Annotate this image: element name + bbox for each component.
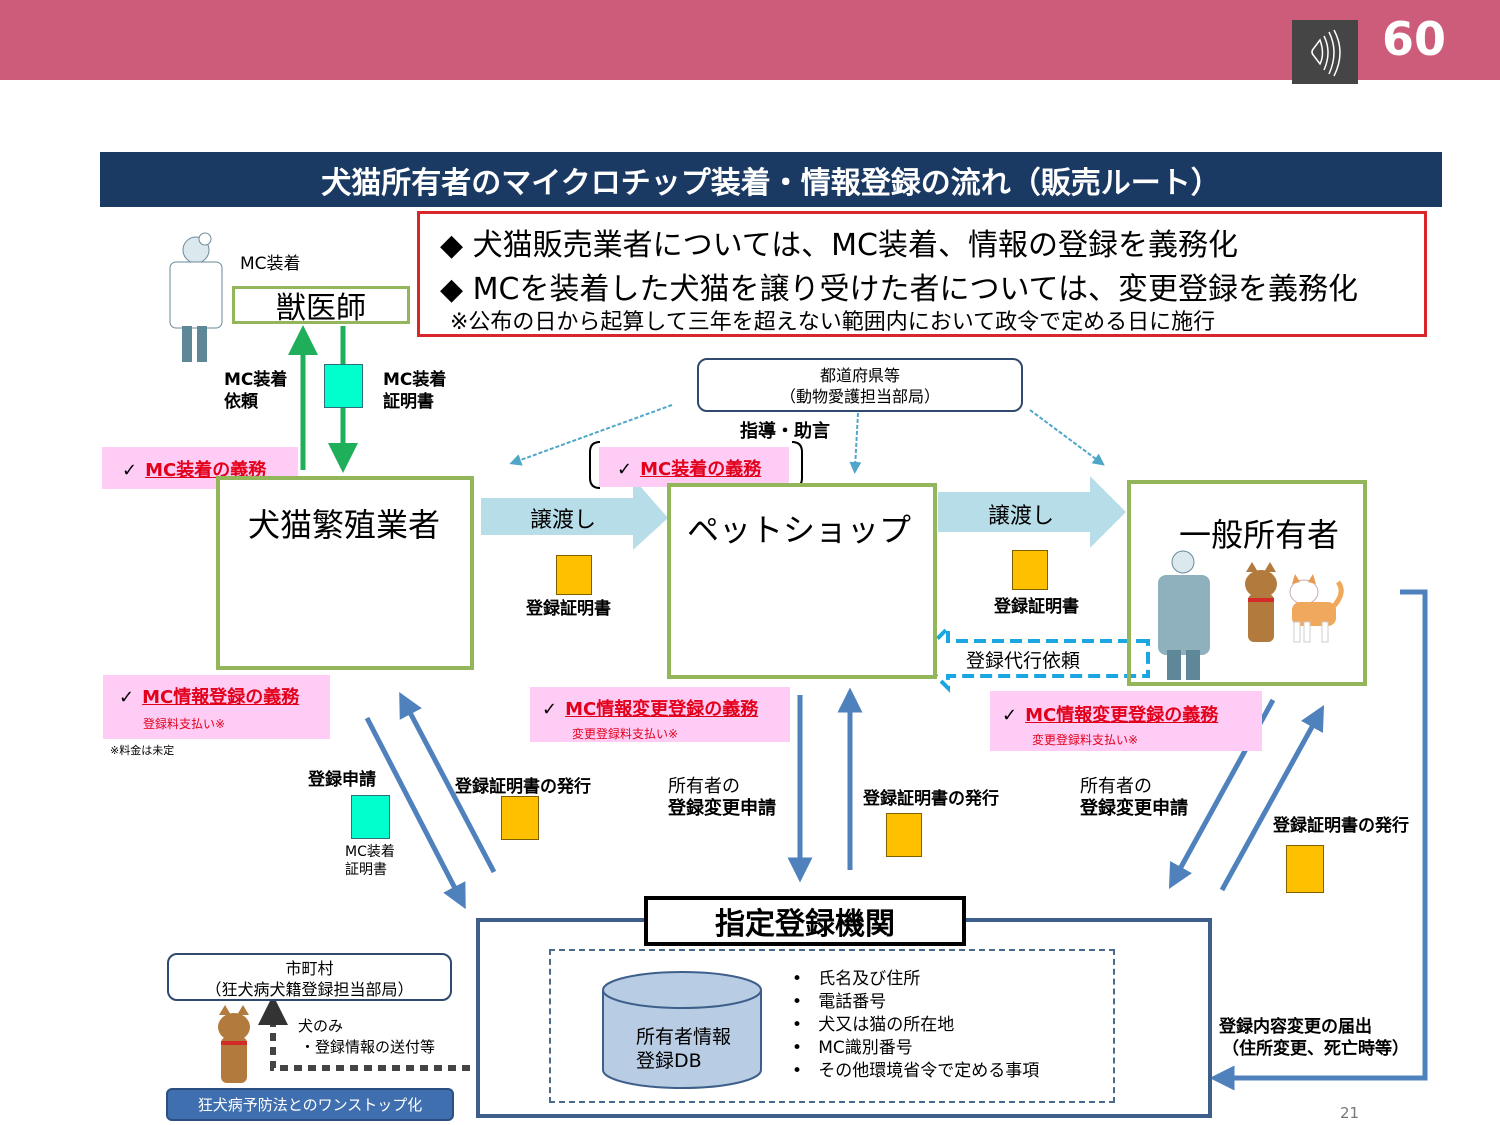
transfer-cert-label-2: 登録証明書 — [994, 597, 1079, 617]
mc-certificate-doc-icon — [324, 364, 363, 408]
transfer-cert-label-1: 登録証明書 — [526, 599, 611, 619]
cert-issue-arrow-owner — [1219, 705, 1325, 892]
dog-icon — [218, 1005, 250, 1083]
change-notice-label-2: （住所変更、死亡時等） — [1222, 1039, 1409, 1059]
guidance-arrow-owner — [1029, 409, 1105, 466]
owner-change-label-2b: 登録変更申請 — [1080, 798, 1188, 819]
cert-issue-arrow-breeder — [399, 691, 497, 874]
send-info-label: ・登録情報の送付等 — [300, 1038, 436, 1056]
check-icon: ✓ — [542, 699, 558, 720]
breeder-title: 犬猫繁殖業者 — [248, 506, 441, 544]
mc-request-label-2: 依頼 — [224, 392, 258, 412]
obligation-mc-change-petshop: ✓MC情報変更登録の義務 変更登録料支払い※ — [530, 687, 790, 742]
diamond-icon: ◆ — [440, 228, 473, 263]
municipality-box: 市町村 （狂犬病犬籍登録担当部局） — [167, 953, 452, 1001]
registry-db-area — [549, 949, 1115, 1103]
prefecture-line-2: （動物愛護担当部局） — [779, 387, 940, 406]
vet-figure-icon — [169, 232, 223, 362]
cert-issue-label-2: 登録証明書の発行 — [863, 789, 999, 809]
obligation-mc-info-reg: ✓MC情報登録の義務 登録料支払い※ — [103, 675, 330, 739]
database-icon — [602, 971, 762, 1089]
reg-application-arrow — [364, 716, 466, 910]
mc-request-label-1: MC装着 — [224, 370, 288, 390]
registry-item: • その他環境省令で定める事項 — [792, 1061, 1040, 1081]
prefecture-box: 都道府県等 （動物愛護担当部局） — [697, 358, 1023, 412]
dog-only-label: 犬のみ — [298, 1017, 344, 1035]
notice-line-2: ◆ MCを装着した犬猫を譲り受けた者については、変更登録を義務化 — [440, 272, 1358, 307]
change-notice-arrow — [1209, 589, 1428, 1091]
owner-change-label-2a: 所有者の — [1080, 776, 1152, 797]
mc-certificate-label-1: MC装着 — [383, 370, 447, 390]
notice-box: ◆ 犬猫販売業者については、MC装着、情報の登録を義務化 ◆ MCを装着した犬猫… — [417, 211, 1427, 337]
registry-title: 指定登録機関 — [644, 896, 966, 946]
mc-cert-label-2: 証明書 — [345, 862, 387, 878]
owner-change-label-1a: 所有者の — [668, 776, 740, 797]
owner-title: 一般所有者 — [1179, 516, 1340, 554]
certificate-doc-icon — [501, 796, 539, 840]
actor-petshop: ペットショップ — [667, 483, 937, 679]
certificate-doc-icon — [886, 813, 922, 857]
database-label: 所有者情報 登録DB — [636, 1026, 732, 1072]
registry-item: • 氏名及び住所 — [792, 969, 921, 989]
certificate-doc-icon — [1286, 845, 1324, 893]
mc-cert-label-1: MC装着 — [345, 844, 395, 860]
change-notice-label-1: 登録内容変更の届出 — [1219, 1017, 1372, 1037]
check-icon: ✓ — [122, 460, 138, 481]
transfer-label-2: 譲渡し — [988, 504, 1055, 529]
actor-breeder: 犬猫繁殖業者 — [216, 476, 474, 670]
transfer-arrow-1 — [481, 478, 668, 550]
vet-mc-caption: MC装着 — [240, 254, 301, 274]
onestop-badge: 狂犬病予防法とのワンストップ化 — [166, 1088, 454, 1121]
check-icon: ✓ — [119, 687, 135, 708]
transfer-label-1: 譲渡し — [530, 508, 597, 533]
fee-note: ※料金は未定 — [110, 744, 175, 757]
check-icon: ✓ — [617, 459, 633, 480]
registry-item: • 電話番号 — [792, 992, 887, 1012]
vet-box: 獣医師 — [232, 286, 410, 326]
page-number: 21 — [1340, 1104, 1360, 1122]
mc-certificate-label-2: 証明書 — [383, 392, 434, 412]
guidance-arrow-breeder — [509, 404, 673, 466]
registry-item: • MC識別番号 — [792, 1038, 913, 1058]
cert-issue-label-1: 登録証明書の発行 — [455, 777, 591, 797]
notice-footnote: ※公布の日から起算して三年を超えない範囲内において政令で定める日に施行 — [450, 310, 1216, 335]
guidance-label: 指導・助言 — [740, 421, 830, 442]
reg-application-label: 登録申請 — [308, 770, 376, 790]
notice-line-1: ◆ 犬猫販売業者については、MC装着、情報の登録を義務化 — [440, 228, 1238, 263]
owner-person-icon — [1158, 550, 1210, 680]
diagram-title: 犬猫所有者のマイクロチップ装着・情報登録の流れ（販売ルート） — [100, 152, 1442, 207]
diamond-icon: ◆ — [440, 272, 473, 307]
obligation-mc-install-petshop: ✓MC装着の義務 — [599, 447, 789, 487]
slide-number: 60 — [1382, 12, 1447, 66]
municipality-info-arrow — [258, 995, 470, 1071]
proxy-request-label: 登録代行依頼 — [966, 650, 1081, 672]
prefecture-line-1: 都道府県等 — [819, 366, 900, 385]
certificate-doc-icon — [556, 555, 592, 595]
actor-owner: 一般所有者 — [1127, 480, 1367, 686]
guidance-arrow-petshop — [849, 412, 862, 474]
speaker-icon[interactable] — [1292, 20, 1358, 84]
check-icon: ✓ — [1002, 705, 1018, 726]
certificate-doc-icon — [1012, 550, 1048, 590]
petshop-title: ペットショップ — [687, 511, 912, 549]
owner-change-label-1b: 登録変更申請 — [668, 798, 776, 819]
header-bar — [0, 0, 1500, 80]
mc-certificate-doc-icon — [351, 795, 390, 839]
obligation-mc-change-owner: ✓MC情報変更登録の義務 変更登録料支払い※ — [990, 691, 1262, 751]
cert-issue-label-3: 登録証明書の発行 — [1273, 816, 1409, 836]
transfer-arrow-2 — [938, 476, 1126, 548]
municipality-line-1: 市町村 — [285, 959, 334, 978]
registry-item-list: • 氏名及び住所 • 電話番号 • 犬又は猫の所在地 • MC識別番号 • その… — [792, 968, 1039, 1083]
municipality-line-2: （狂犬病犬籍登録担当部局） — [205, 980, 414, 999]
registry-item: • 犬又は猫の所在地 — [792, 1015, 955, 1035]
